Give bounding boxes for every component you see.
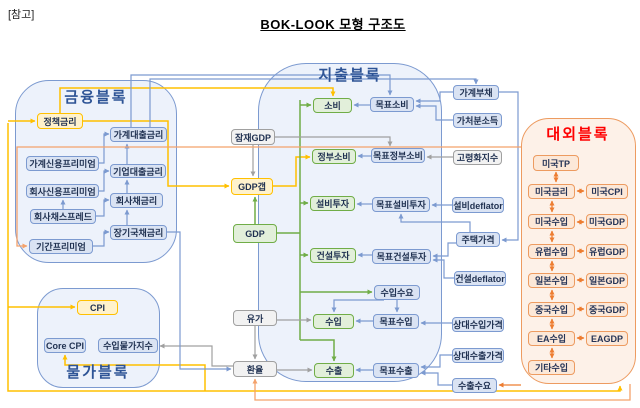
node-target-imports: 목표수입 (373, 314, 419, 329)
node-us-tp: 미국TP (533, 155, 579, 171)
orange-edges (498, 171, 585, 388)
node-household-debt: 가계부채 (453, 85, 499, 100)
diagram-title: BOK-LOOK 모형 구조도 (260, 17, 406, 32)
node-us-cpi: 미국CPI (586, 184, 628, 199)
node-jp-gdp: 일본GDP (586, 273, 628, 288)
node-govt-consumption: 정부소비 (312, 149, 356, 164)
node-gdp-gap: GDP갭 (231, 178, 273, 195)
node-export-demand: 수출수요 (452, 378, 497, 393)
node-corporate-loan-rate: 기업대출금리 (110, 164, 166, 178)
node-us-gdp: 미국GDP (586, 214, 628, 229)
node-core-cpi: Core CPI (44, 338, 86, 353)
node-import-price-index: 수입물가지수 (98, 338, 158, 353)
node-corporate-credit-premium: 회사신용프리미엄 (26, 184, 99, 198)
node-corporate-bond-spread: 회사채스프레드 (30, 209, 96, 224)
node-cpi: CPI (77, 300, 118, 315)
node-target-facility-investment: 목표설비투자 (372, 197, 430, 212)
node-gdp: GDP (233, 224, 277, 243)
node-us-rate: 미국금리 (528, 184, 575, 199)
node-facility-investment: 설비투자 (310, 196, 355, 211)
price-block-title: 물가블록 (66, 364, 130, 381)
node-relative-import-price: 상대수입가격 (452, 317, 504, 332)
node-aging-index: 고령화지수 (453, 150, 502, 165)
node-us-imports: 미국수입 (528, 214, 575, 229)
node-disposable-income: 가처분소득 (453, 113, 502, 128)
node-household-credit-premium: 가계신용프리미엄 (26, 156, 99, 171)
external-block-title: 대외블록 (546, 126, 610, 143)
yellow-edges (7, 87, 623, 392)
reference-note: [참고] (8, 9, 35, 21)
node-oil-price: 유가 (233, 310, 277, 326)
node-exchange-rate: 환율 (233, 361, 277, 377)
node-import-demand: 수입수요 (374, 285, 420, 300)
node-cn-imports: 중국수입 (528, 302, 575, 317)
node-imports: 수입 (313, 314, 354, 329)
expenditure-block-title: 지출블록 (318, 67, 382, 84)
green-edges (252, 100, 373, 362)
node-long-term-treasury-rate: 장기국채금리 (110, 225, 167, 240)
node-cn-gdp: 중국GDP (586, 302, 628, 317)
node-term-premium: 기간프리미엄 (29, 239, 93, 254)
node-target-exports: 목표수출 (373, 363, 419, 378)
peach-edges (16, 146, 631, 401)
blue-edges (60, 74, 519, 386)
node-housing-price: 주택가격 (456, 232, 500, 247)
node-policy-rate: 정책금리 (37, 113, 83, 129)
node-ea-gdp: EAGDP (586, 331, 628, 346)
node-exports: 수출 (314, 363, 354, 378)
node-construction-investment: 건설투자 (310, 248, 356, 263)
node-target-consumption: 목표소비 (370, 97, 414, 112)
node-eu-gdp: 유럽GDP (586, 244, 628, 259)
node-facility-deflator: 설비deflator (452, 197, 504, 213)
node-construction-deflator: 건설deflator (454, 271, 506, 286)
node-corporate-bond-rate: 회사채금리 (110, 193, 163, 208)
financial-block-title: 금융블록 (64, 89, 128, 106)
node-relative-export-price: 상대수출가격 (452, 348, 504, 363)
node-household-loan-rate: 가계대출금리 (110, 127, 167, 142)
node-target-construction-investment: 목표건설투자 (372, 249, 431, 264)
node-jp-imports: 일본수입 (528, 273, 575, 288)
node-consumption: 소비 (313, 98, 352, 113)
gray-edges (159, 136, 453, 373)
node-target-govt-consumption: 목표정부소비 (371, 148, 425, 163)
node-potential-gdp: 잠재GDP (231, 129, 275, 145)
node-other-imports: 기타수입 (528, 360, 575, 375)
node-ea-imports: EA수입 (528, 331, 575, 346)
node-eu-imports: 유럽수입 (528, 244, 575, 259)
